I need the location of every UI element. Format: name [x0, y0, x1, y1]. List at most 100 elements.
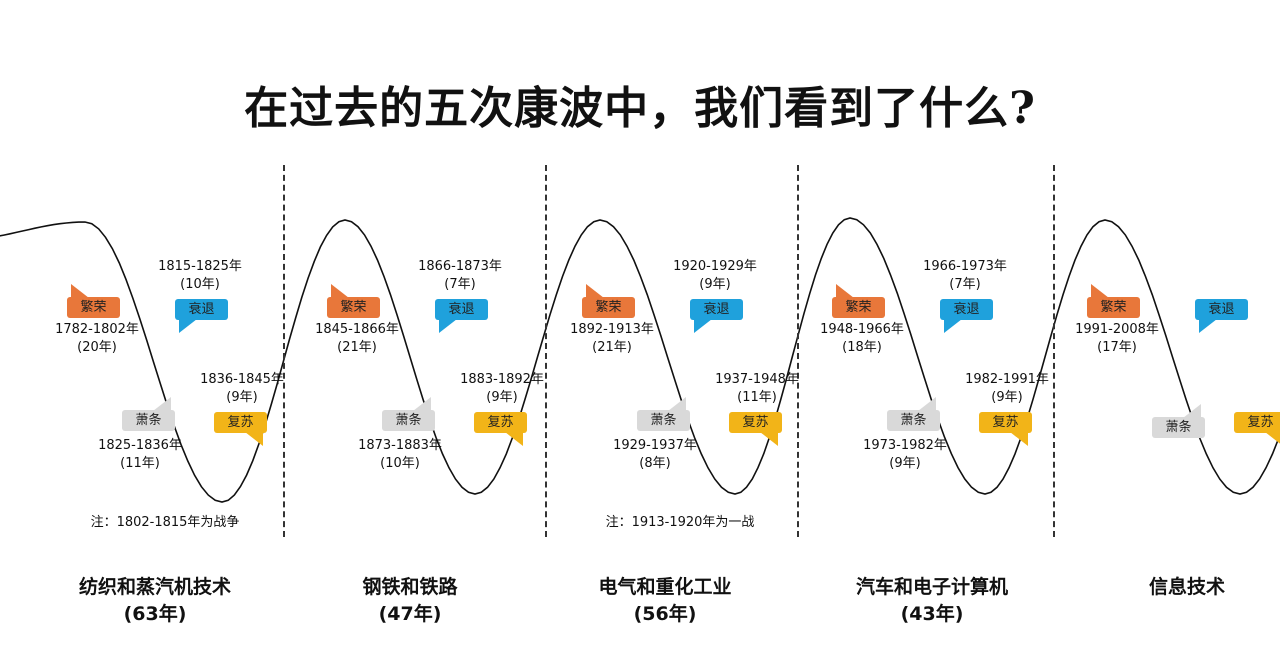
date-range: 1836-1845年	[200, 372, 284, 387]
prosperity-badge: 繁荣	[327, 284, 380, 318]
speech-tail	[668, 397, 686, 411]
speech-tail	[694, 319, 712, 333]
date-range: 1815-1825年	[158, 259, 242, 274]
note: 注：1913-1920年为一战	[605, 515, 755, 530]
speech-tail	[1091, 284, 1109, 298]
recession-badge: 衰退	[435, 299, 488, 333]
prosperity-badge: 繁荣	[1087, 284, 1140, 318]
depression-dates: 1973-1982年 (9年)	[850, 437, 960, 473]
speech-tail	[944, 319, 962, 333]
recovery-badge: 复苏	[1234, 412, 1280, 446]
depression-label: 萧条	[1165, 420, 1192, 435]
speech-tail	[245, 432, 263, 446]
phase-years: (20年)	[77, 340, 117, 355]
date-range: 1883-1892年	[460, 372, 544, 387]
phase-years: (9年)	[889, 456, 921, 471]
depression-dates: 1873-1883年(10年)	[345, 437, 455, 473]
recovery-label: 复苏	[992, 415, 1019, 430]
speech-tail	[505, 432, 523, 446]
speech-tail	[1010, 432, 1028, 446]
recession-dates: 1920-1929年(9年)	[660, 258, 770, 294]
date-range: 1966-1973年	[923, 259, 1007, 274]
phase-years: (7年)	[444, 277, 476, 292]
prosperity-dates: 1892-1913年(21年)	[557, 321, 667, 357]
recovery-label: 复苏	[227, 415, 254, 430]
date-range: 1825-1836年	[98, 438, 182, 453]
recession-label: 衰退	[448, 302, 475, 317]
industry-name: 信息技术	[1148, 576, 1225, 598]
recession-dates: 1866-1873年 (7年)	[405, 258, 515, 294]
speech-tail	[760, 432, 778, 446]
industry-name: 汽车和电子计算机	[855, 576, 1008, 598]
phase-years: (8年)	[639, 456, 671, 471]
prosperity-label: 繁荣	[340, 300, 367, 315]
recovery-label: 复苏	[487, 415, 514, 430]
phase-years: (11年)	[120, 456, 160, 471]
prosperity-label: 繁荣	[1100, 300, 1127, 315]
speech-tail	[153, 397, 171, 411]
industry-name: 钢铁和铁路	[362, 576, 458, 598]
depression-badge: 萧条	[382, 397, 435, 431]
prosperity-dates: 1991-2008年(17年)	[1062, 321, 1172, 357]
phase-years: (17年)	[1097, 340, 1137, 355]
speech-tail	[331, 284, 349, 298]
prosperity-label: 繁荣	[595, 300, 622, 315]
prosperity-badge: 繁荣	[832, 284, 885, 318]
recession-label: 衰退	[703, 302, 730, 317]
date-range: 1866-1873年	[418, 259, 502, 274]
date-range: 1845-1866年	[315, 322, 399, 337]
speech-tail	[439, 319, 457, 333]
phase-years: (9年)	[991, 390, 1023, 405]
industry-label: 钢铁和铁路 (47年)	[290, 574, 530, 628]
recovery-badge: 复苏	[474, 412, 527, 446]
speech-tail	[1199, 319, 1217, 333]
speech-tail	[586, 284, 604, 298]
phase-years: (21年)	[592, 340, 632, 355]
depression-label: 萧条	[650, 413, 677, 428]
industry-label: 纺织和蒸汽机技术(63年)	[35, 574, 275, 628]
industry-label: 信息技术	[1067, 574, 1280, 601]
prosperity-label: 繁荣	[845, 300, 872, 315]
wave-divider	[283, 165, 285, 537]
prosperity-badge: 繁荣	[67, 284, 120, 318]
prosperity-dates: 1782-1802年(20年)	[42, 321, 152, 357]
recovery-dates: 1982-1991年 (9年)	[952, 371, 1062, 407]
recession-badge: 衰退	[1195, 299, 1248, 333]
speech-tail	[179, 319, 197, 333]
phase-years: (11年)	[737, 390, 777, 405]
recovery-badge: 复苏	[214, 412, 267, 446]
speech-tail	[1183, 404, 1201, 418]
date-range: 1973-1982年	[863, 438, 947, 453]
wave-duration: (43年)	[900, 603, 964, 625]
date-range: 1873-1883年	[358, 438, 442, 453]
note: 注：1802-1815年为战争	[90, 515, 240, 530]
recovery-dates: 1883-1892年 (9年)	[447, 371, 557, 407]
wave-divider	[1053, 165, 1055, 537]
date-range: 1982-1991年	[965, 372, 1049, 387]
phase-years: (18年)	[842, 340, 882, 355]
depression-badge: 萧条	[637, 397, 690, 431]
date-range: 1929-1937年	[613, 438, 697, 453]
depression-badge: 萧条	[887, 397, 940, 431]
recovery-dates: 1836-1845年 (9年)	[187, 371, 297, 407]
wave-line	[0, 217, 1280, 503]
wave-divider	[545, 165, 547, 537]
wave-duration: (47年)	[378, 603, 442, 625]
industry-label: 电气和重化工业(56年)	[545, 574, 785, 628]
recession-dates: 1815-1825年(10年)	[145, 258, 255, 294]
depression-dates: 1929-1937年 (8年)	[600, 437, 710, 473]
phase-years: (9年)	[226, 390, 258, 405]
prosperity-label: 繁荣	[80, 300, 107, 315]
recession-badge: 衰退	[940, 299, 993, 333]
recovery-badge: 复苏	[729, 412, 782, 446]
date-range: 1920-1929年	[673, 259, 757, 274]
speech-tail	[413, 397, 431, 411]
date-range: 1948-1966年	[820, 322, 904, 337]
prosperity-dates: 1845-1866年(21年)	[302, 321, 412, 357]
phase-years: (9年)	[486, 390, 518, 405]
recession-label: 衰退	[953, 302, 980, 317]
wave-duration: (56年)	[633, 603, 697, 625]
depression-badge: 萧条	[122, 397, 175, 431]
industry-name: 纺织和蒸汽机技术	[78, 576, 231, 598]
